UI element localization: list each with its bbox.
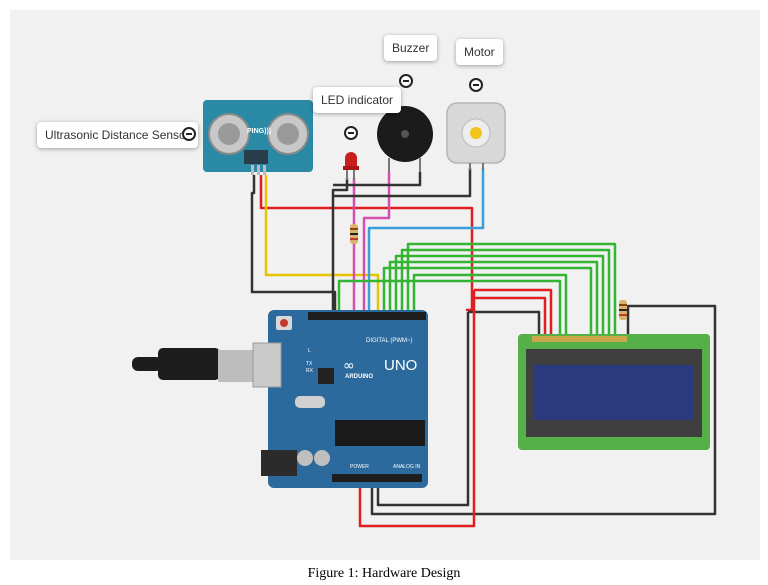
- wire-lcd-red-a: [474, 288, 553, 334]
- wire-lcd-red-b: [474, 296, 547, 334]
- figure-caption: Figure 1: Hardware Design: [307, 566, 461, 581]
- wire-lcd-black-right: [370, 304, 717, 516]
- wire-motor-black: [333, 168, 472, 198]
- ultrasonic-collapse-icon[interactable]: [182, 127, 196, 141]
- buzzer: [377, 106, 433, 172]
- wire-green-6: [406, 242, 617, 334]
- board-tx-label: TX: [306, 361, 313, 367]
- led-collapse-icon[interactable]: [344, 126, 358, 140]
- lcd-resistor: [619, 300, 627, 320]
- wire-sensor-yellow: [264, 175, 380, 312]
- board-analog-header: ANALOG IN: [393, 464, 421, 470]
- board-power-header: POWER: [350, 464, 369, 470]
- ultrasonic-sensor-label: Ultrasonic Distance Sensor: [37, 122, 198, 148]
- wire-green-1: [337, 279, 562, 334]
- board-brand-label: ARDUINO: [345, 374, 373, 380]
- led-resistor: [350, 224, 358, 244]
- board-model-label: UNO: [384, 357, 417, 374]
- buzzer-collapse-icon[interactable]: [399, 74, 413, 88]
- motor: [446, 102, 506, 170]
- wire-green-2: [382, 266, 593, 334]
- wire-sensor-black: [250, 175, 337, 312]
- buzzer-label: Buzzer: [384, 35, 438, 61]
- wire-green-7: [412, 273, 568, 334]
- sensor-ping-label: PING))): [247, 128, 271, 135]
- led-indicator-label: LED indicator: [313, 87, 402, 113]
- arduino-infinity-logo: ∞: [343, 358, 355, 374]
- wire-buzzer-neg: [333, 172, 422, 187]
- board-l-label: L: [308, 348, 311, 354]
- wire-motor-blue: [367, 168, 485, 312]
- motor-collapse-icon[interactable]: [469, 78, 483, 92]
- motor-label: Motor: [456, 39, 503, 65]
- wire-green-3: [388, 260, 599, 334]
- wire-green-4: [394, 254, 605, 334]
- wire-sensor-red: [259, 175, 474, 312]
- lcd-display: [518, 334, 710, 450]
- wire-green-5: [400, 248, 611, 334]
- wires: [250, 168, 717, 528]
- ultrasonic-sensor: PING))): [203, 100, 313, 175]
- arduino-uno-board: DIGITAL (PWM~) L TX RX ∞ UNO ARDUINO POW…: [252, 310, 428, 488]
- board-digital-header: DIGITAL (PWM~): [366, 338, 413, 344]
- led: [343, 152, 359, 180]
- wire-lcd-black-left: [376, 312, 470, 507]
- board-rx-label: RX: [306, 368, 314, 374]
- wire-lcd-black-a: [468, 310, 541, 334]
- lcd-screen: [534, 365, 694, 420]
